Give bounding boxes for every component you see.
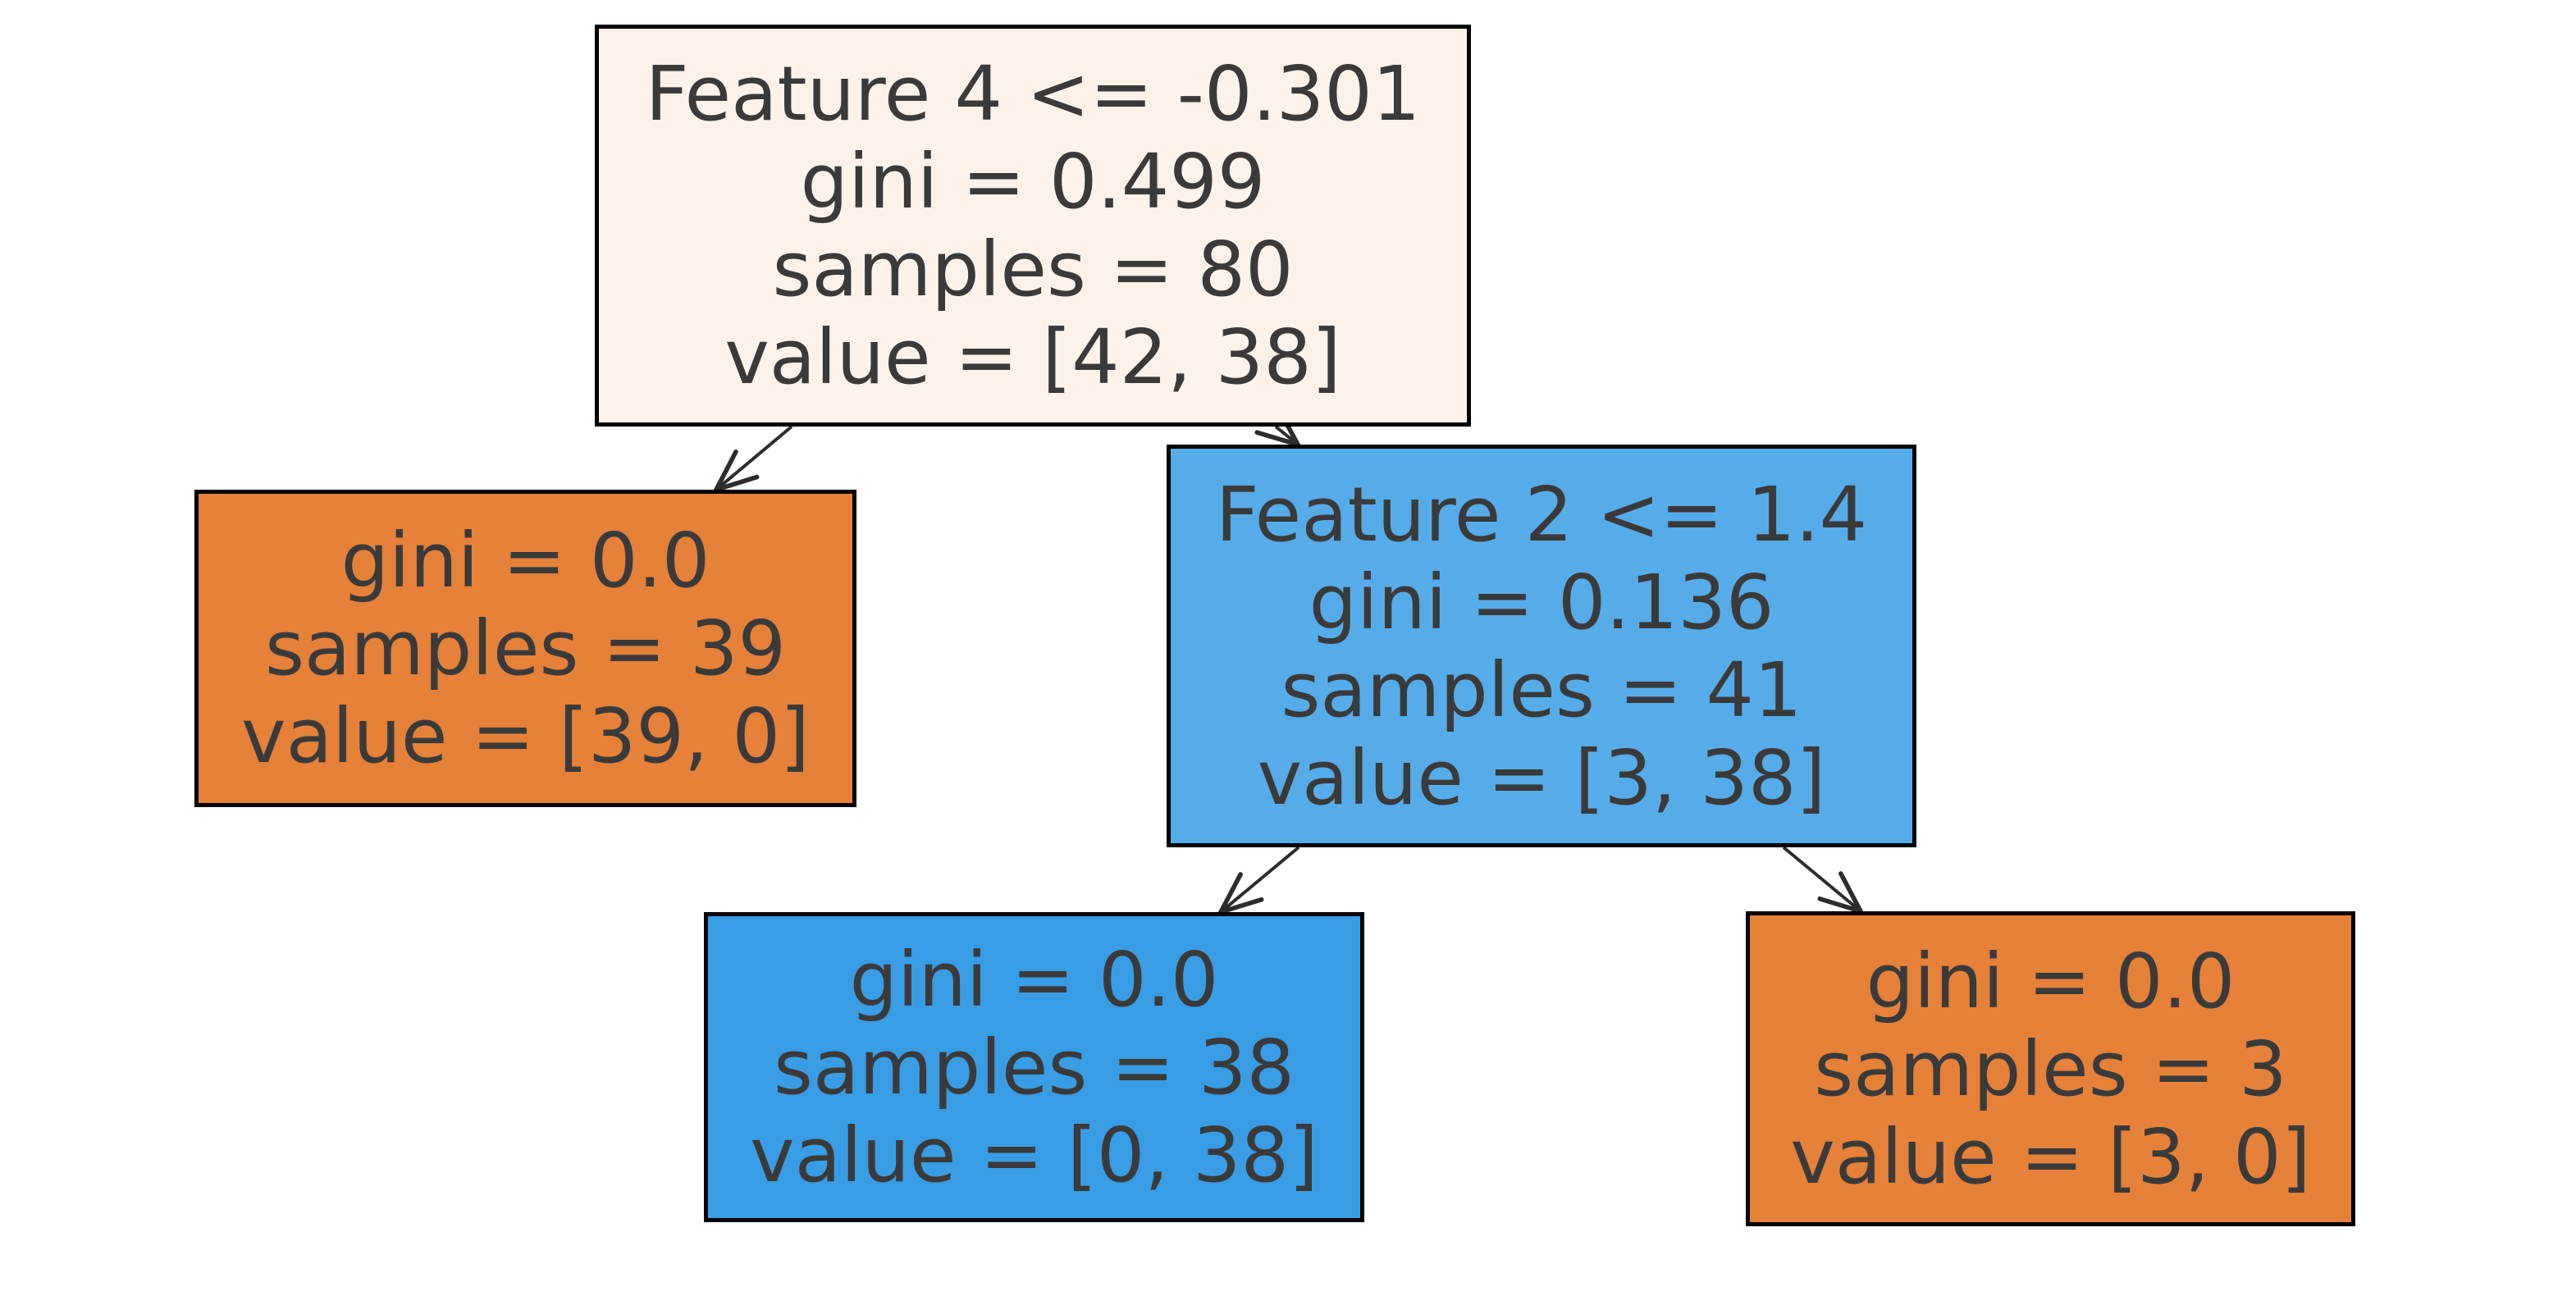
tree-node-root: Feature 4 <= -0.301 gini = 0.499 samples… [595,25,1471,427]
node-gini: gini = 0.0 [849,935,1219,1024]
tree-node-left-leaf: gini = 0.0 samples = 39 value = [39, 0] [194,490,856,807]
tree-node-right-split: Feature 2 <= 1.4 gini = 0.136 samples = … [1167,445,1916,847]
node-condition: Feature 2 <= 1.4 [1215,470,1868,559]
tree-node-right-right-leaf: gini = 0.0 samples = 3 value = [3, 0] [1746,911,2355,1226]
node-samples: samples = 41 [1281,646,1802,734]
node-value: value = [42, 38] [724,313,1341,401]
node-gini: gini = 0.136 [1309,558,1774,646]
node-samples: samples = 80 [772,226,1294,313]
node-gini: gini = 0.0 [340,517,710,605]
node-gini: gini = 0.0 [1866,937,2236,1025]
edge-right-split-to-left-child [1216,846,1300,916]
node-condition: Feature 4 <= -0.301 [645,50,1421,138]
node-value: value = [39, 0] [241,692,810,780]
node-samples: samples = 39 [264,605,787,692]
tree-node-right-left-leaf: gini = 0.0 samples = 38 value = [0, 38] [704,912,1364,1222]
node-value: value = [3, 0] [1790,1112,2311,1201]
node-samples: samples = 3 [1814,1024,2287,1113]
edge-root-to-left-leaf [711,425,793,494]
edge-root-to-right-split [1254,404,1303,449]
node-samples: samples = 38 [773,1023,1295,1111]
node-value: value = [0, 38] [750,1111,1318,1199]
edge-right-split-to-right-child [1782,846,1866,915]
node-value: value = [3, 38] [1257,733,1826,822]
node-gini: gini = 0.499 [800,138,1266,226]
